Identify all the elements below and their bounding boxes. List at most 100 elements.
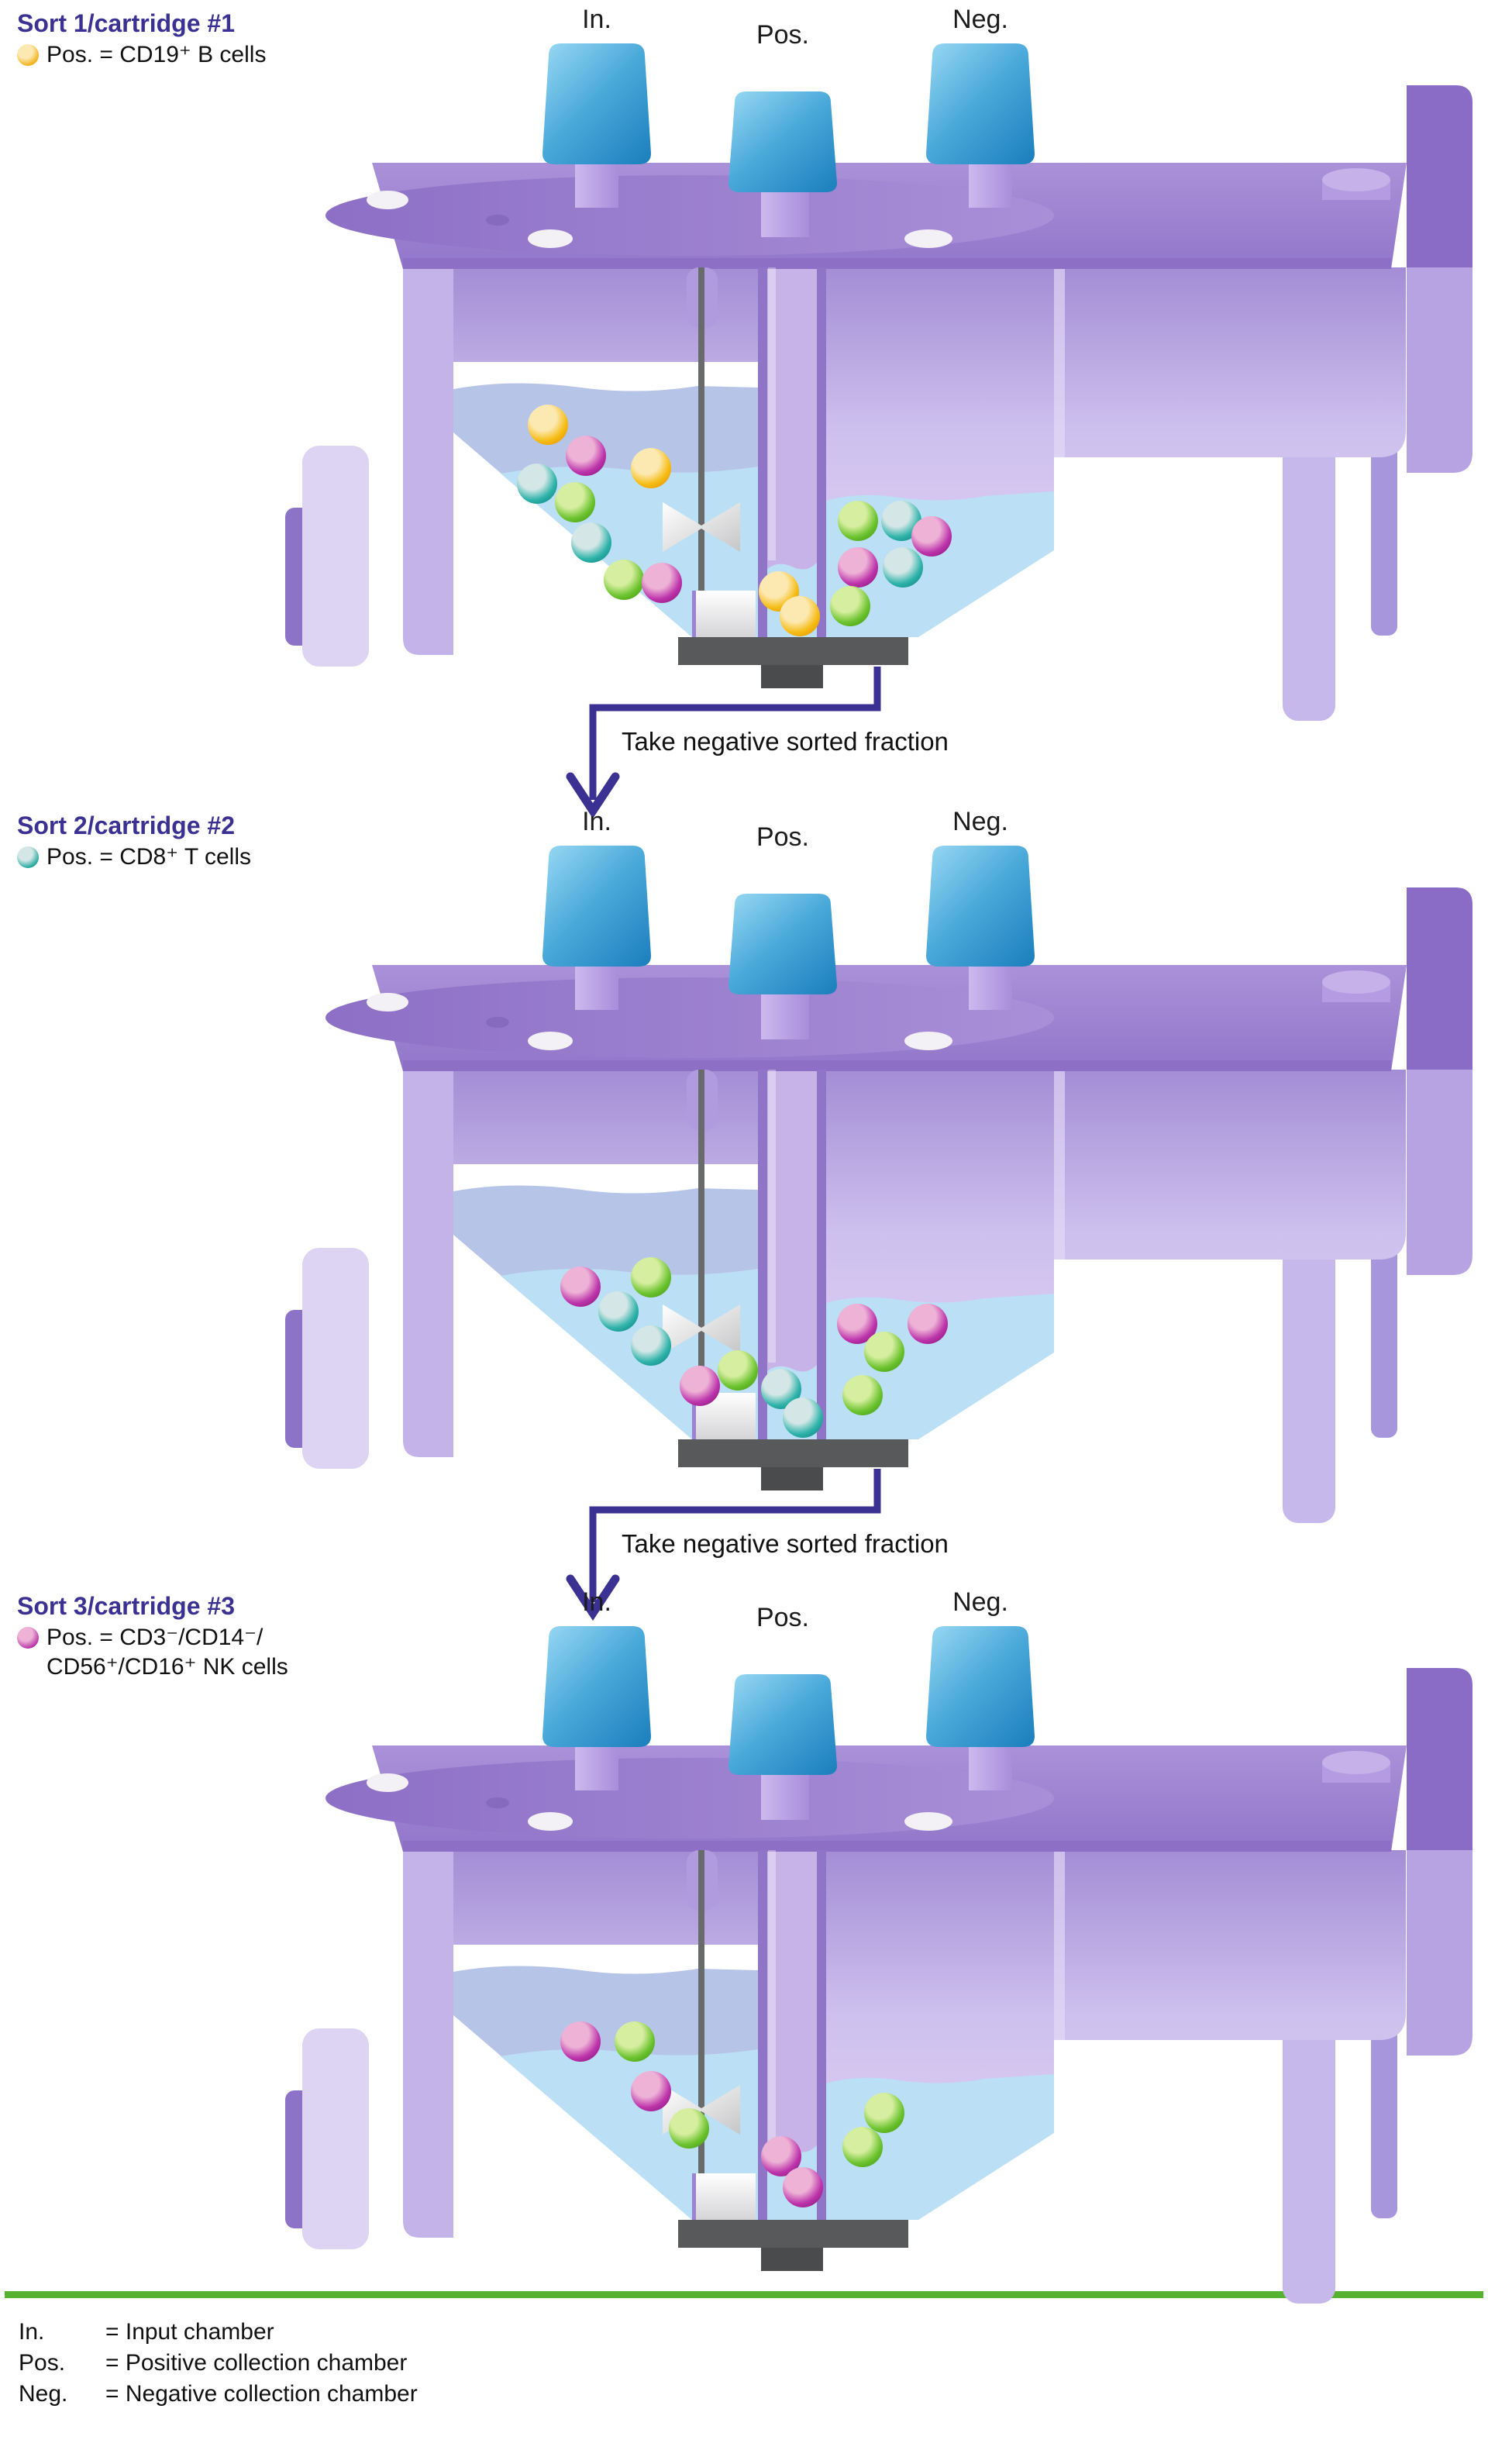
- plate-port-oval: [528, 229, 573, 248]
- cell-bead-teal: [761, 1369, 801, 1409]
- cell-bead-yellow: [631, 448, 671, 488]
- cell-bead-teal: [631, 1325, 671, 1366]
- negative-port-neck: [969, 164, 1012, 208]
- input-cap: [542, 846, 651, 967]
- plate-port-oval: [367, 993, 408, 1011]
- positive-port-neck: [761, 192, 809, 237]
- sort-step-definition: CD56⁺/CD16⁺ NK cells: [46, 1654, 288, 1680]
- right-leg-accent: [1371, 426, 1397, 636]
- legend-def: = Negative collection chamber: [105, 2381, 418, 2407]
- negative-cap: [926, 1626, 1035, 1747]
- negative-port-neck: [969, 967, 1012, 1010]
- right-leg-accent: [1371, 1229, 1397, 1438]
- sort-step-definition: Pos. = CD8⁺ T cells: [46, 843, 251, 870]
- positive-cell-marker: [17, 43, 39, 66]
- cartridge-illustration: [285, 1626, 1472, 2304]
- fold-highlight: [1054, 1850, 1065, 2040]
- pos-chamber-liquid: [767, 267, 817, 570]
- base-outlet-tab: [761, 665, 823, 688]
- stirrer-rod: [698, 1850, 704, 2195]
- positive-cap: [728, 91, 837, 192]
- plate-vent-hole: [486, 1017, 509, 1028]
- arrow-label-1: Take negative sorted fraction: [622, 727, 949, 756]
- cell-bead-magenta: [566, 436, 606, 476]
- stirrer-paddle: [663, 1304, 740, 1354]
- input-chamber-cells: [560, 1257, 758, 1406]
- plate-vent-hole: [486, 1797, 509, 1808]
- neg-chamber-liquid: [826, 1294, 1054, 1439]
- corner-post-top: [1322, 1751, 1390, 1774]
- negative-port-label: Neg.: [952, 1587, 1008, 1617]
- positive-port-neck: [761, 994, 809, 1039]
- right-wall-bottom: [1407, 267, 1472, 473]
- right-wall-bottom: [1407, 1850, 1472, 2056]
- pos-chamber-left-wall: [758, 1850, 767, 2220]
- sort-step-heading: Sort 1/cartridge #1: [17, 9, 235, 37]
- stirrer-rod: [698, 1070, 704, 1415]
- pos-chamber-highlight: [768, 1070, 776, 1363]
- cell-bead-green: [604, 560, 644, 600]
- positive-cell-marker: [17, 1626, 39, 1649]
- corner-post-top: [1322, 970, 1390, 994]
- cell-bead-teal: [598, 1291, 639, 1332]
- face-right-band: [1054, 1070, 1406, 1260]
- cell-bead-green: [838, 501, 878, 541]
- negative-chamber-cells: [842, 2093, 904, 2167]
- left-leg: [302, 1248, 369, 1469]
- pos-chamber-right-wall: [817, 267, 826, 637]
- stirrer-paddle: [663, 502, 740, 552]
- legend-abbr: In.: [19, 2319, 45, 2345]
- pos-chamber-right-wall: [817, 1070, 826, 1439]
- positive-port-neck: [761, 1775, 809, 1820]
- plate-port-oval: [367, 191, 408, 209]
- positive-chamber-cells: [761, 2136, 823, 2207]
- plate-port-oval: [904, 229, 952, 248]
- pos-chamber-liquid: [767, 1070, 817, 1372]
- cell-bead-magenta: [908, 1304, 948, 1344]
- top-plate-bevel: [403, 258, 1391, 269]
- plate-port-oval: [528, 1032, 573, 1050]
- cell-bead-yellow: [780, 596, 820, 636]
- filter-cylinder: [692, 2173, 756, 2220]
- left-wall: [403, 1070, 453, 1457]
- filter-edge: [692, 1393, 696, 1439]
- cell-bead-green: [864, 1332, 904, 1372]
- neg-chamber-upper: [826, 1070, 1054, 1304]
- legend-abbr: Pos.: [19, 2350, 66, 2376]
- sorting-cartridge-1: In. Pos. Neg.: [163, 0, 1480, 767]
- cell-bead-magenta: [837, 1304, 877, 1344]
- legend-abbr: Neg.: [19, 2381, 68, 2407]
- cell-bead-green: [830, 586, 870, 626]
- right-wall-top: [1407, 85, 1472, 267]
- legend-def: = Input chamber: [105, 2319, 274, 2345]
- input-port-neck: [575, 967, 618, 1010]
- negative-port-label: Neg.: [952, 5, 1008, 34]
- left-wall: [403, 1850, 453, 2238]
- input-port-label: In.: [582, 1587, 611, 1617]
- neg-chamber-upper: [826, 1850, 1054, 2084]
- positive-cap: [728, 1674, 837, 1775]
- sort-step-heading: Sort 2/cartridge #2: [17, 812, 235, 839]
- cell-bead-teal: [881, 501, 921, 541]
- pos-chamber-left-wall: [758, 267, 767, 637]
- cell-bead-teal: [783, 1397, 823, 1438]
- top-plate-dish: [326, 1758, 1054, 1839]
- input-port-label: In.: [582, 5, 611, 34]
- cell-bead-green: [842, 1375, 883, 1415]
- cell-bead-green: [631, 1257, 671, 1297]
- positive-cell-marker: [17, 846, 39, 868]
- sort-step-heading: Sort 3/cartridge #3: [17, 1592, 235, 1620]
- positive-chamber-cells: [759, 571, 820, 636]
- plate-vent-hole: [486, 215, 509, 226]
- input-chamber-cells: [517, 405, 682, 603]
- cell-bead-green: [555, 482, 595, 522]
- positive-port-label: Pos.: [756, 20, 810, 50]
- base-outlet-tab: [761, 1467, 823, 1490]
- cell-bead-teal: [517, 464, 557, 504]
- filter-edge: [692, 2173, 696, 2220]
- right-wall-top: [1407, 887, 1472, 1070]
- cartridge-illustration: [285, 846, 1472, 1523]
- negative-port-label: Neg.: [952, 807, 1008, 836]
